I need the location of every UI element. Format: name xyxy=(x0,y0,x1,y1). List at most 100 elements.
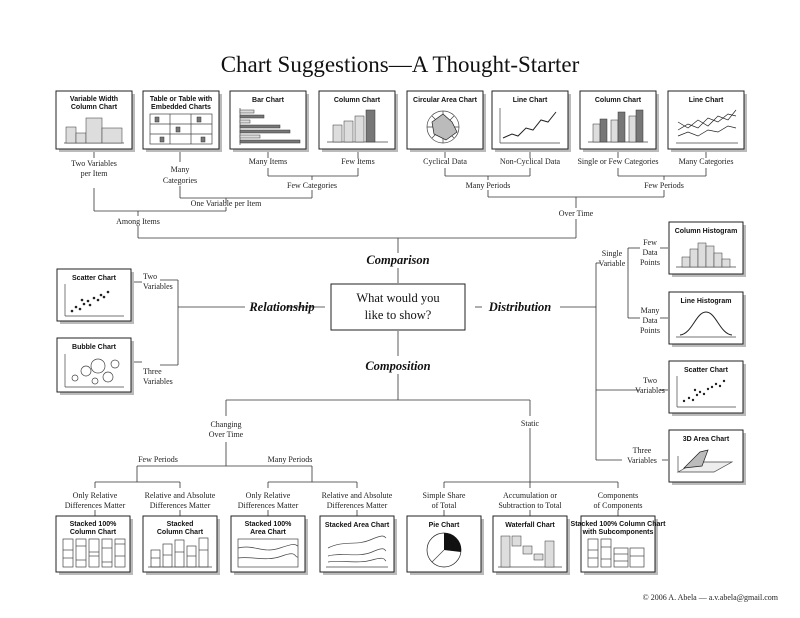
chart-box-pie: Pie Chart xyxy=(406,515,484,575)
label-only-rel-2b: Differences Matter xyxy=(238,501,299,510)
category-comparison: Comparison xyxy=(366,253,429,267)
composition-labels: Changing Over Time Static Few Periods Ma… xyxy=(65,419,643,510)
svg-text:Stacked 100%: Stacked 100% xyxy=(70,521,117,528)
svg-text:Variable Width: Variable Width xyxy=(70,96,118,103)
label-rel-abs-1b: Differences Matter xyxy=(150,501,211,510)
label-many-items: Many Items xyxy=(249,157,287,166)
label-over-time: Over Time xyxy=(559,209,594,218)
label-among-items: Among Items xyxy=(116,217,160,226)
chart-box-line-chart-1: Line Chart xyxy=(491,90,571,152)
label-rel-three-vars-1: Three xyxy=(143,367,162,376)
label-dist-three-vars-2: Variables xyxy=(627,456,657,465)
svg-text:Column Chart: Column Chart xyxy=(70,529,117,536)
category-composition: Composition xyxy=(365,359,430,373)
svg-text:Stacked Area Chart: Stacked Area Chart xyxy=(325,522,390,529)
label-comp-few-periods: Few Periods xyxy=(138,455,178,464)
center-question-box: What would you like to show? xyxy=(330,283,466,331)
chart-box-3d-area: 3D Area Chart xyxy=(668,429,746,485)
label-many-categories-1b: Categories xyxy=(163,176,197,185)
top-branch-labels: Two Variables per Item Many Categories M… xyxy=(71,157,733,226)
chart-box-line-chart-2: Line Chart xyxy=(667,90,747,152)
svg-text:Bubble Chart: Bubble Chart xyxy=(72,344,117,351)
category-relationship: Relationship xyxy=(248,300,314,314)
label-components-1: Components xyxy=(598,491,638,500)
label-few-items: Few Items xyxy=(341,157,375,166)
side-branch-labels: Two Variables Three Variables Single Var… xyxy=(143,238,665,465)
label-few-points-1: Few xyxy=(643,238,657,247)
label-accumulation-1: Accumulation or xyxy=(503,491,557,500)
svg-text:Column Chart: Column Chart xyxy=(334,97,381,104)
chart-box-dist-scatter: Scatter Chart xyxy=(668,360,746,416)
svg-text:Stacked 100% Column Chart: Stacked 100% Column Chart xyxy=(571,521,667,528)
label-single-few-categories: Single or Few Categories xyxy=(577,157,658,166)
label-rel-two-vars-2: Variables xyxy=(143,282,173,291)
label-many-points-3: Points xyxy=(640,326,660,335)
chart-box-stacked-column: Stacked Column Chart xyxy=(142,515,220,575)
label-single-variable-2: Variable xyxy=(599,259,626,268)
chart-box-rel-scatter: Scatter Chart xyxy=(56,268,134,324)
label-accumulation-2: Subtraction to Total xyxy=(498,501,562,510)
label-rel-abs-2b: Differences Matter xyxy=(327,501,388,510)
svg-text:Area Chart: Area Chart xyxy=(250,529,286,536)
label-rel-abs-2a: Relative and Absolute xyxy=(322,491,393,500)
label-dist-two-vars-1: Two xyxy=(643,376,657,385)
label-many-points-2: Data xyxy=(642,316,658,325)
center-question-line-1: What would you xyxy=(356,291,440,305)
label-many-categories-1a: Many xyxy=(171,165,190,174)
label-dist-three-vars-1: Three xyxy=(633,446,652,455)
svg-text:Column Chart: Column Chart xyxy=(157,529,204,536)
label-many-periods: Many Periods xyxy=(466,181,511,190)
svg-text:Line Chart: Line Chart xyxy=(513,97,548,104)
label-non-cyclical-data: Non-Cyclical Data xyxy=(500,157,561,166)
label-changing-1: Changing xyxy=(210,420,241,429)
svg-text:Bar Chart: Bar Chart xyxy=(252,97,285,104)
svg-text:Line Chart: Line Chart xyxy=(689,97,724,104)
center-question-line-2: like to show? xyxy=(365,308,432,322)
label-few-periods: Few Periods xyxy=(644,181,684,190)
label-few-points-3: Points xyxy=(640,258,660,267)
chart-box-column-chart-2: Column Chart xyxy=(579,90,659,152)
label-only-rel-1a: Only Relative xyxy=(73,491,118,500)
svg-text:Waterfall Chart: Waterfall Chart xyxy=(505,522,555,529)
chart-box-variable-width-column: Variable Width Column Chart xyxy=(55,90,135,152)
svg-text:3D Area Chart: 3D Area Chart xyxy=(683,436,730,443)
chart-box-waterfall: Waterfall Chart xyxy=(492,515,570,575)
chart-box-column-chart-1: Column Chart xyxy=(318,90,398,152)
label-static: Static xyxy=(521,419,540,428)
svg-text:Column Chart: Column Chart xyxy=(595,97,642,104)
label-rel-two-vars-1: Two xyxy=(143,272,157,281)
label-only-rel-1b: Differences Matter xyxy=(65,501,126,510)
label-only-rel-2a: Only Relative xyxy=(246,491,291,500)
page-title: Chart Suggestions—A Thought-Starter xyxy=(221,52,580,77)
label-few-points-2: Data xyxy=(642,248,658,257)
label-many-points-1: Many xyxy=(641,306,660,315)
label-simple-share-2: of Total xyxy=(432,501,458,510)
svg-text:Scatter Chart: Scatter Chart xyxy=(72,275,117,282)
svg-text:Embedded Charts: Embedded Charts xyxy=(151,104,211,111)
footer-copyright: © 2006 A. Abela — a.v.abela@gmail.com xyxy=(643,593,779,602)
svg-text:with Subcomponents: with Subcomponents xyxy=(582,529,654,536)
label-many-categories-2: Many Categories xyxy=(679,157,734,166)
label-one-variable-per-item: One Variable per Item xyxy=(191,199,262,208)
svg-text:Pie Chart: Pie Chart xyxy=(429,522,460,529)
label-rel-three-vars-2: Variables xyxy=(143,377,173,386)
chart-box-stacked100-column: Stacked 100% Column Chart xyxy=(55,515,133,575)
svg-text:Column Chart: Column Chart xyxy=(71,104,118,111)
chart-box-table-embedded: Table or Table with Embedded Charts xyxy=(142,90,222,152)
chart-box-stacked100-subcomponents: Stacked 100% Column Chart with Subcompon… xyxy=(571,515,667,575)
label-simple-share-1: Simple Share xyxy=(423,491,466,500)
label-two-vars-per-item-1: Two Variables xyxy=(71,159,117,168)
connector-lines xyxy=(93,150,707,516)
label-comp-many-periods: Many Periods xyxy=(268,455,313,464)
label-few-categories: Few Categories xyxy=(287,181,337,190)
label-single-variable-1: Single xyxy=(602,249,623,258)
chart-box-stacked-area: Stacked Area Chart xyxy=(319,515,397,575)
svg-text:Circular Area Chart: Circular Area Chart xyxy=(413,97,478,104)
svg-text:Stacked 100%: Stacked 100% xyxy=(245,521,292,528)
svg-text:Stacked: Stacked xyxy=(167,521,194,528)
label-rel-abs-1a: Relative and Absolute xyxy=(145,491,216,500)
label-components-2: of Components xyxy=(593,501,642,510)
svg-text:Column Histogram: Column Histogram xyxy=(675,228,738,235)
svg-text:Line Histogram: Line Histogram xyxy=(681,298,732,305)
